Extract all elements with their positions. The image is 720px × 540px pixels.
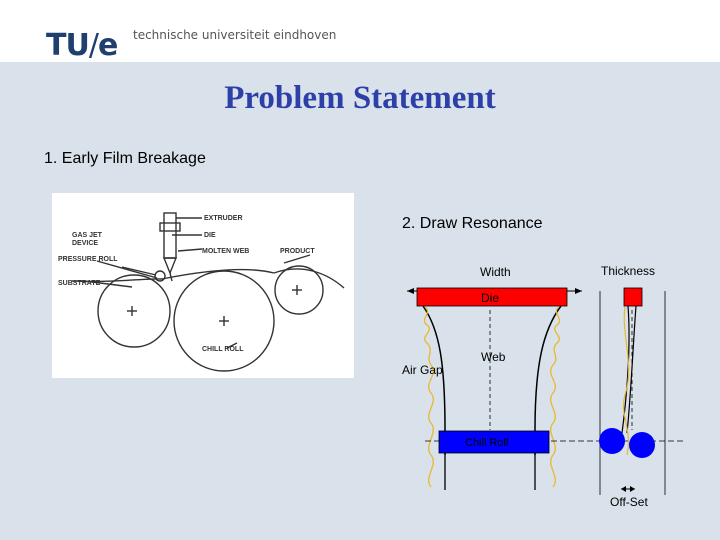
- label-thickness: Thickness: [601, 264, 655, 278]
- university-name: technische universiteit eindhoven: [133, 28, 337, 42]
- slide-title: Problem Statement: [224, 80, 496, 116]
- draw-resonance-diagram: Width Thickness Die Web Air Gap Chill Ro…: [395, 255, 695, 515]
- label-chill-roll: Chill Roll: [465, 437, 508, 449]
- label-die: Die: [481, 291, 499, 305]
- label-product: PRODUCT: [280, 248, 315, 255]
- die-side-rect: [623, 287, 643, 307]
- roll-side-left: [599, 428, 625, 454]
- label-molten-web: MOLTEN WEB: [202, 248, 249, 255]
- point-early-film-breakage: 1. Early Film Breakage: [44, 150, 206, 167]
- label-device: DEVICE: [72, 240, 98, 247]
- point-draw-resonance: 2. Draw Resonance: [402, 215, 543, 232]
- label-air-gap: Air Gap: [402, 363, 443, 377]
- label-off-set: Off-Set: [610, 495, 648, 509]
- pressure-roll-shape: [97, 274, 171, 348]
- chill-roll-shape: [173, 270, 275, 372]
- label-gas-jet: GAS JET: [72, 232, 103, 239]
- label-chill-roll: CHILL ROLL: [202, 346, 244, 353]
- roll-side-right: [629, 432, 655, 458]
- die-rect: [416, 287, 568, 307]
- tue-logo: TU/e: [46, 28, 118, 63]
- draw-resonance-drawing: Width Thickness Die Web Air Gap Chill Ro…: [402, 264, 685, 509]
- film-casting-figure: EXTRUDER DIE GAS JET DEVICE MOLTEN WEB P…: [52, 193, 354, 378]
- label-substrate: SUBSTRATE: [58, 280, 101, 287]
- label-web: Web: [481, 350, 506, 364]
- label-extruder: EXTRUDER: [204, 215, 243, 222]
- label-die: DIE: [204, 232, 216, 239]
- label-width: Width: [480, 265, 511, 279]
- die-shape: [162, 257, 178, 275]
- chill-roll-rect: [438, 430, 550, 454]
- product-roll-shape: [274, 265, 324, 315]
- header-bar: TU/e technische universiteit eindhoven: [0, 0, 720, 63]
- label-pressure-roll: PRESSURE ROLL: [58, 256, 118, 263]
- film-casting-drawing: EXTRUDER DIE GAS JET DEVICE MOLTEN WEB P…: [58, 212, 345, 372]
